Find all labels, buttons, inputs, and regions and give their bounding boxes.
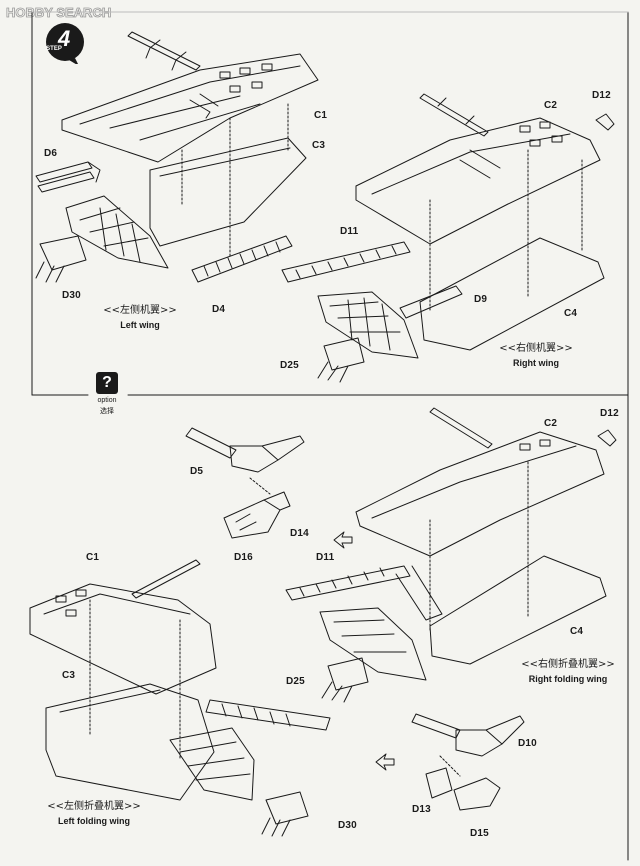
label-c1-top: C1 xyxy=(314,110,328,121)
label-d11-bottom: D11 xyxy=(316,552,335,563)
label-c3-top: C3 xyxy=(312,140,326,151)
part-d5 xyxy=(185,427,237,459)
wing-panel-c1 xyxy=(61,53,319,163)
label-d30-bottom: D30 xyxy=(338,820,357,831)
part-d16 xyxy=(223,499,281,539)
label-c4-bottom: C4 xyxy=(570,626,584,637)
part-d14 xyxy=(263,491,291,511)
left-folding-wing-assembly xyxy=(29,559,331,837)
part-d13 xyxy=(425,767,453,799)
part-d9 xyxy=(399,285,463,319)
left-wing-assembly xyxy=(35,31,319,283)
arrow-outline-lower xyxy=(375,753,395,771)
step-word: STEP xyxy=(46,46,62,52)
right-folding-wing-assembly xyxy=(285,407,617,703)
label-d30-top: D30 xyxy=(62,290,81,301)
caption-right-wing-cn: <<右侧机翼>> xyxy=(499,343,573,354)
right-wing-assembly xyxy=(281,93,615,383)
part-d6 xyxy=(35,161,95,193)
step-number: 4 xyxy=(58,26,71,51)
label-c4-top: C4 xyxy=(564,308,578,319)
label-d14: D14 xyxy=(290,528,309,539)
option-label-cn: 选择 xyxy=(100,407,114,415)
caption-left-folding-en: Left folding wing xyxy=(58,816,130,826)
caption-left-wing: <<左侧机翼>> Left wing xyxy=(90,304,190,332)
part-d4 xyxy=(191,235,293,283)
option-label-en: option xyxy=(97,397,117,404)
label-d6: D6 xyxy=(44,148,58,159)
label-d9: D9 xyxy=(474,294,488,305)
label-d12-top: D12 xyxy=(592,90,611,101)
wing-panel-c3-bottom xyxy=(45,683,215,801)
part-d25-top xyxy=(317,291,419,359)
part-d25-bottom xyxy=(319,607,427,681)
label-d16: D16 xyxy=(234,552,253,563)
label-d4: D4 xyxy=(212,304,226,315)
wing-panel-c3 xyxy=(149,137,307,247)
wing-panel-c2 xyxy=(355,117,601,245)
label-d25-bottom: D25 xyxy=(286,676,305,687)
caption-left-wing-cn: <<左侧机翼>> xyxy=(103,305,177,316)
missile-top-right xyxy=(419,93,489,137)
part-d10 xyxy=(411,713,461,739)
caption-right-folding-wing: <<右侧折叠机翼>> Right folding wing xyxy=(510,658,626,686)
label-c3-bottom: C3 xyxy=(62,670,76,681)
question-icon: ? xyxy=(96,372,118,394)
label-d13: D13 xyxy=(412,804,431,815)
folding-hinge-detail-right xyxy=(411,713,525,811)
label-d11-top: D11 xyxy=(340,226,359,237)
page-frame xyxy=(31,11,629,861)
caption-right-folding-en: Right folding wing xyxy=(528,674,608,684)
wing-panel-c2-bottom xyxy=(355,431,605,557)
label-c1-bottom: C1 xyxy=(86,552,100,563)
part-d12-top xyxy=(595,113,615,131)
label-d12-bottom: D12 xyxy=(600,408,619,419)
label-c2-top: C2 xyxy=(544,100,558,111)
part-d11-top xyxy=(281,241,411,283)
arrow-outline-upper xyxy=(333,531,353,549)
caption-left-folding-wing: <<左侧折叠机翼>> Left folding wing xyxy=(36,800,152,828)
label-c2-bottom: C2 xyxy=(544,418,558,429)
caption-left-wing-en: Left wing xyxy=(120,320,160,330)
part-d15 xyxy=(453,777,501,811)
caption-right-wing-en: Right wing xyxy=(513,358,559,368)
missile-bottom-right xyxy=(429,407,493,449)
part-d11-bottom xyxy=(285,565,411,601)
caption-right-wing: <<右侧机翼>> Right wing xyxy=(486,342,586,370)
label-d10: D10 xyxy=(518,738,537,749)
part-d12-bottom xyxy=(597,429,617,447)
missile-bottom-left xyxy=(131,559,201,599)
label-d25-top: D25 xyxy=(280,360,299,371)
wing-panel-c4-bottom xyxy=(429,555,607,665)
label-d5: D5 xyxy=(190,466,204,477)
part-d30-top xyxy=(65,195,169,269)
caption-right-folding-cn: <<右侧折叠机翼>> xyxy=(521,659,615,670)
missile-top-left xyxy=(127,31,201,71)
folding-hinge-detail xyxy=(185,427,305,539)
wing-panel-c1-bottom xyxy=(29,583,217,695)
part-d30-bottom xyxy=(265,791,309,825)
wing-panel-c4 xyxy=(419,237,605,351)
step-badge xyxy=(46,23,84,64)
label-d15: D15 xyxy=(470,828,489,839)
caption-left-folding-cn: <<左侧折叠机翼>> xyxy=(47,801,141,812)
